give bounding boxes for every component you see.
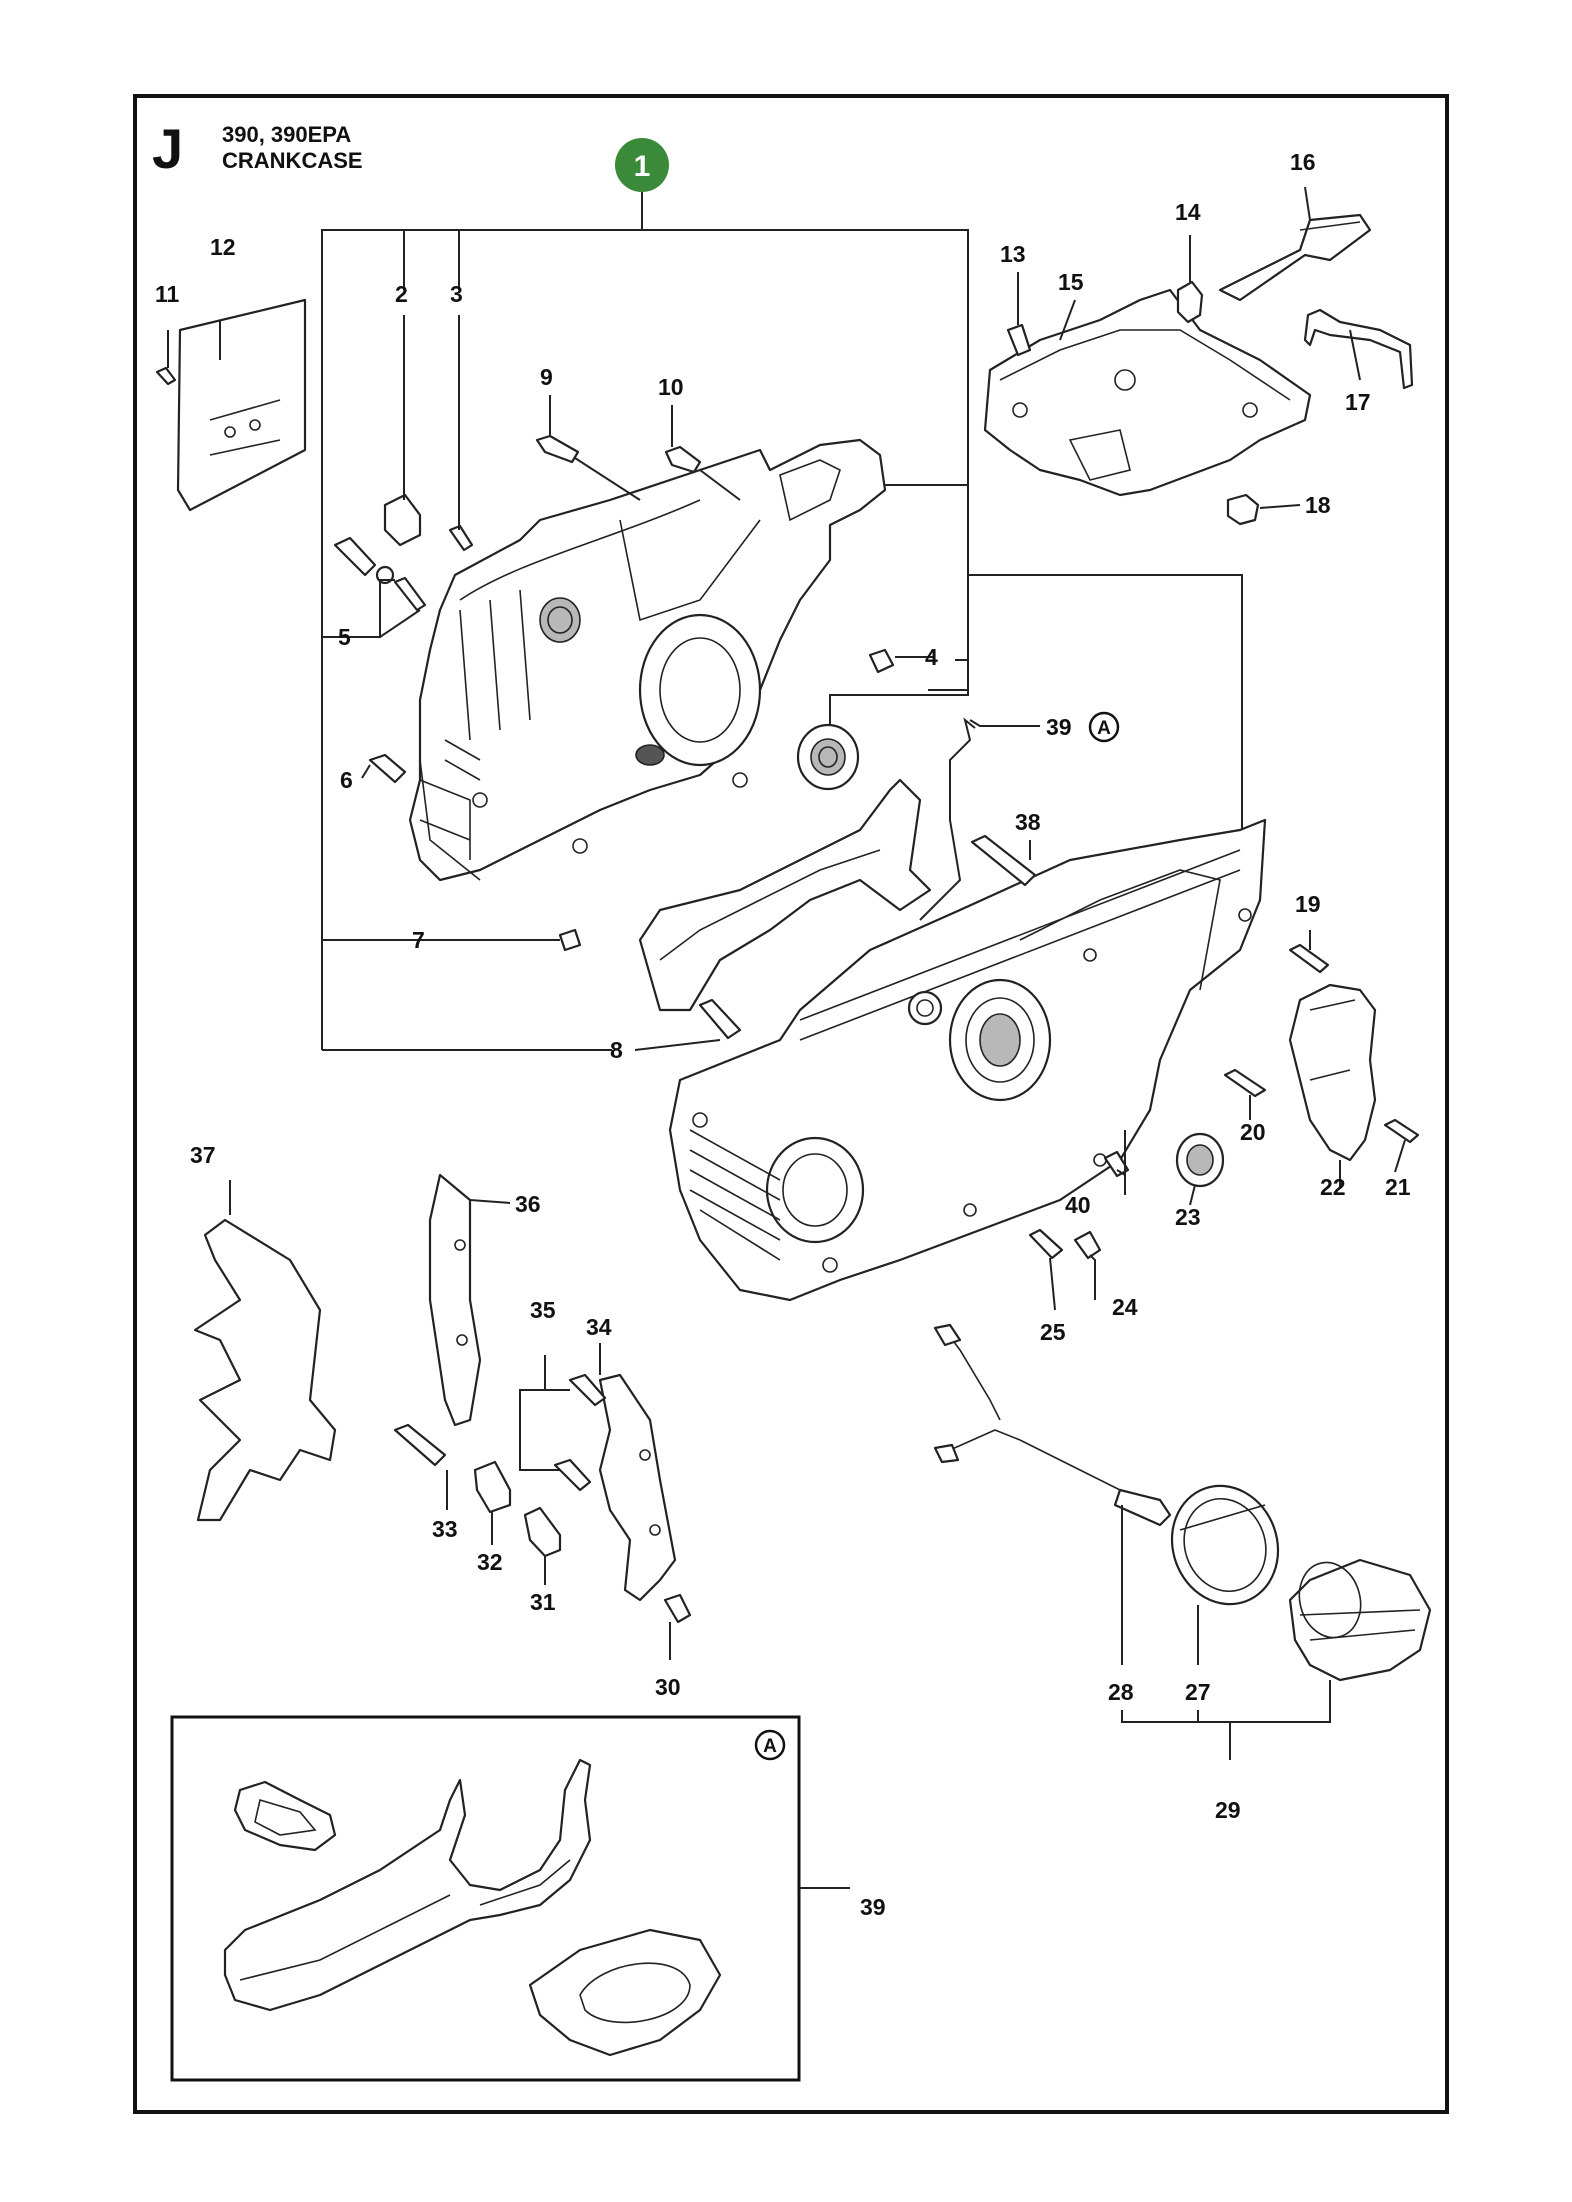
callout-4: 4 — [925, 644, 938, 670]
detail-marker-a-box-label: A — [763, 1736, 777, 1757]
model-label: 390, 390EPA — [222, 122, 351, 147]
crankcase-half-clutch-side — [408, 438, 887, 882]
callout-38: 38 — [1015, 809, 1041, 835]
detail-marker-a-upper — [1088, 711, 1120, 743]
callout-8: 8 — [610, 1037, 623, 1063]
assembly-bracket — [321, 192, 1243, 1051]
crankcase-half-flywheel-side — [668, 818, 1267, 1302]
callout-3: 3 — [450, 281, 463, 307]
callout-7: 7 — [412, 927, 425, 953]
callout-31: 31 — [530, 1589, 556, 1615]
callout-13: 13 — [1000, 241, 1026, 267]
callout-29: 29 — [1215, 1797, 1241, 1823]
callout-35: 35 — [530, 1297, 556, 1323]
callout-5: 5 — [338, 624, 351, 650]
callout-15: 15 — [1058, 269, 1084, 295]
page-title: CRANKCASE — [222, 148, 363, 173]
vent-hose — [1303, 308, 1414, 390]
callout-37: 37 — [190, 1142, 216, 1168]
callout-22: 22 — [1320, 1174, 1346, 1200]
assembly-badge — [615, 138, 669, 192]
callout-16: 16 — [1290, 149, 1316, 175]
callout-36: 36 — [515, 1191, 541, 1217]
callout-labels: 2 3 4 5 6 7 8 9 10 11 12 13 14 15 16 17 … — [155, 149, 1411, 1920]
callout-12: 12 — [210, 234, 236, 260]
crankcase-gasket — [638, 778, 932, 1012]
callout-40: 40 — [1065, 1192, 1091, 1218]
callout-19: 19 — [1295, 891, 1321, 917]
chain-guard-37 — [193, 1218, 337, 1522]
section-letter: J — [152, 117, 183, 180]
callout-6: 6 — [340, 767, 353, 793]
detail-marker-a-upper-label: A — [1097, 718, 1111, 739]
cover-plate — [1288, 983, 1377, 1162]
cap-seal-27 — [1170, 1484, 1280, 1606]
callout-18: 18 — [1305, 492, 1331, 518]
callout-14: 14 — [1175, 199, 1201, 225]
callout-30: 30 — [655, 1674, 681, 1700]
callout-34: 34 — [586, 1314, 612, 1340]
fasteners-30-35 — [393, 1373, 692, 1624]
callout-20: 20 — [1240, 1119, 1266, 1145]
side-plate — [176, 298, 307, 512]
callout-21: 21 — [1385, 1174, 1411, 1200]
callout-23: 23 — [1175, 1204, 1201, 1230]
leader-lines — [167, 186, 1406, 1760]
callout-33: 33 — [432, 1516, 458, 1542]
callout-25: 25 — [1040, 1319, 1066, 1345]
tank-vent-lever — [1218, 213, 1372, 302]
guard-plate-36 — [428, 1173, 482, 1427]
chain-catcher-34 — [598, 1373, 677, 1602]
plug-18 — [1226, 493, 1260, 526]
callout-32: 32 — [477, 1549, 503, 1575]
tank-bracket — [983, 288, 1312, 497]
fuel-pickup-28 — [933, 1323, 1172, 1527]
callout-11: 11 — [155, 281, 180, 307]
callout-10: 10 — [658, 374, 684, 400]
callout-28: 28 — [1108, 1679, 1134, 1705]
page-border — [133, 94, 1449, 2114]
callout-27: 27 — [1185, 1679, 1211, 1705]
callout-2: 2 — [395, 281, 408, 307]
rubber-grommet — [1176, 280, 1204, 324]
oil-seal — [1175, 1132, 1225, 1188]
detail-box-a: A — [170, 1715, 850, 2082]
tank-cap — [1288, 1558, 1432, 1682]
assembly-badge-number: 1 — [634, 150, 651, 183]
callout-17: 17 — [1345, 389, 1371, 415]
bearing — [796, 723, 860, 791]
screws — [155, 323, 1420, 1260]
callout-39-upper: 39 — [1046, 714, 1072, 740]
callout-24: 24 — [1112, 1294, 1138, 1320]
callout-39-detail: 39 — [860, 1894, 886, 1920]
callout-9: 9 — [540, 364, 553, 390]
